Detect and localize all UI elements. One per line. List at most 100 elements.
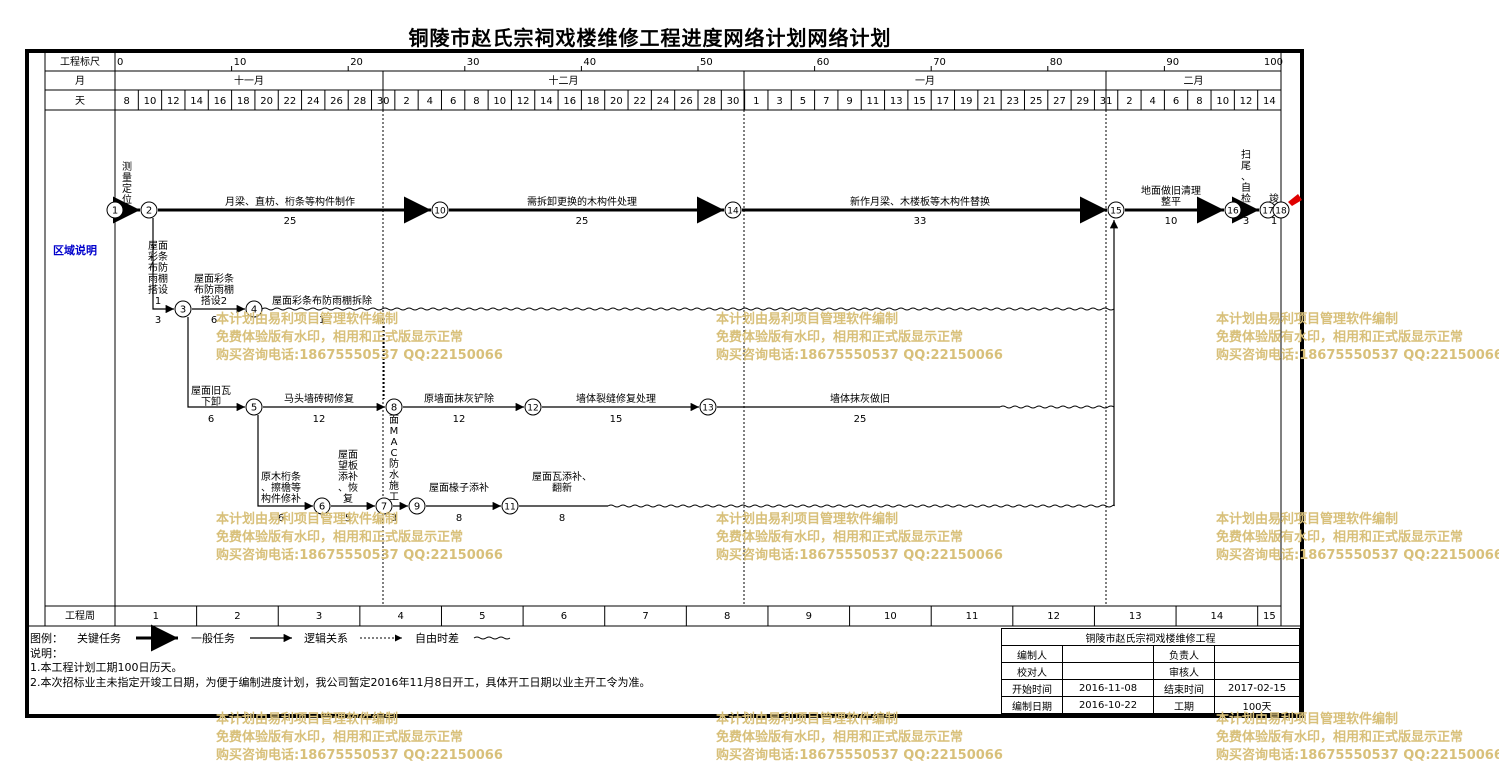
legend-free-float: 自由时差 xyxy=(415,632,459,645)
node-12: 12 xyxy=(524,398,542,416)
node-9: 9 xyxy=(408,497,426,515)
task-label: 马头墙砖砌修复 xyxy=(284,392,354,405)
watermark-line: 免费体验版有水印，相用和正式版显示正常 xyxy=(1216,530,1464,545)
day-label: 6 xyxy=(450,96,456,107)
task-duration: 15 xyxy=(610,414,623,425)
task-label: 月梁、直枋、桁条等构件制作 xyxy=(225,195,355,208)
watermark-line: 购买咨询电话:18675550537 QQ:22150066 xyxy=(216,748,503,763)
day-label: 10 xyxy=(493,96,506,107)
float-4-15 xyxy=(261,307,1115,311)
day-label: 14 xyxy=(1263,96,1276,107)
week-label: 7 xyxy=(642,611,648,622)
watermark-line: 购买咨询电话:18675550537 QQ:22150066 xyxy=(216,548,503,563)
task-duration: 3 xyxy=(1243,216,1249,227)
month-label: 十二月 xyxy=(549,74,579,87)
week-label: 1 xyxy=(153,611,159,622)
svg-text:15: 15 xyxy=(1110,207,1121,217)
legend-label: 图例： xyxy=(30,632,63,645)
day-label: 19 xyxy=(960,96,973,107)
day-label: 3 xyxy=(776,96,782,107)
arrow-5-6 xyxy=(257,415,313,511)
watermark-line: 本计划由易利项目管理软件编制 xyxy=(216,712,399,727)
watermark-line: 购买咨询电话:18675550537 QQ:22150066 xyxy=(1216,548,1499,563)
day-label: 28 xyxy=(353,96,366,107)
watermark: 本计划由易利项目管理软件编制免费体验版有水印，相用和正式版显示正常购买咨询电话:… xyxy=(216,511,503,565)
day-label: 9 xyxy=(846,96,852,107)
svg-text:2: 2 xyxy=(146,206,152,217)
task-label: 原墙面抹灰铲除 xyxy=(424,392,494,405)
day-label: 30 xyxy=(377,96,390,107)
free-float-lines xyxy=(261,307,1115,508)
svg-text:6: 6 xyxy=(319,502,325,513)
scale-tick: 10 xyxy=(234,57,247,68)
checker-value xyxy=(1062,662,1154,680)
week-label: 4 xyxy=(397,611,403,622)
watermark-line: 购买咨询电话:18675550537 QQ:22150066 xyxy=(1216,348,1499,363)
task-label: 扫尾、自检 xyxy=(1241,148,1251,205)
task-duration: 1 xyxy=(1271,216,1277,227)
float-11-15 xyxy=(607,504,1115,508)
reviewer-value xyxy=(1214,662,1300,680)
task-label: 墙体抹灰做旧 xyxy=(830,392,890,405)
week-label: 3 xyxy=(316,611,322,622)
day-label: 20 xyxy=(610,96,623,107)
float-13-15 xyxy=(999,405,1115,409)
watermark-line: 本计划由易利项目管理软件编制 xyxy=(1216,712,1399,727)
svg-text:11: 11 xyxy=(504,503,515,513)
task-duration: 3 xyxy=(155,315,161,326)
node-11: 11 xyxy=(501,497,519,515)
task-label: 原木桁条、擦檐等构件修补 xyxy=(261,470,301,505)
day-label: 25 xyxy=(1030,96,1043,107)
day-label: 16 xyxy=(563,96,576,107)
duration-label: 工期 xyxy=(1153,696,1215,714)
scale-tick: 40 xyxy=(583,57,596,68)
legend-normal: 一般任务 xyxy=(191,632,235,645)
svg-text:5: 5 xyxy=(251,403,257,414)
scale-tick: 100 xyxy=(1264,57,1283,68)
day-label: 1 xyxy=(753,96,759,107)
day-label: 15 xyxy=(913,96,926,107)
start-value: 2016-11-08 xyxy=(1062,679,1154,697)
watermark: 本计划由易利项目管理软件编制免费体验版有水印，相用和正式版显示正常购买咨询电话:… xyxy=(1216,711,1499,765)
day-label: 26 xyxy=(680,96,693,107)
watermark-line: 免费体验版有水印，相用和正式版显示正常 xyxy=(216,530,464,545)
day-label: 12 xyxy=(1240,96,1253,107)
month-label: 十一月 xyxy=(234,74,264,87)
svg-text:13: 13 xyxy=(702,404,713,414)
reviewer-label: 审核人 xyxy=(1153,662,1215,680)
day-label: 7 xyxy=(823,96,829,107)
day-label: 14 xyxy=(190,96,203,107)
page-title: 铜陵市赵氏宗祠戏楼维修工程进度网络计划网络计划 xyxy=(408,26,892,50)
day-label: 4 xyxy=(427,96,433,107)
project-info-table: 铜陵市赵氏宗祠戏楼维修工程 编制人 负责人 校对人 审核人 开始时间 2016-… xyxy=(1001,628,1300,714)
task-label: 测量定位 xyxy=(122,160,132,206)
day-label: 20 xyxy=(260,96,273,107)
watermark-line: 免费体验版有水印，相用和正式版显示正常 xyxy=(1216,730,1464,745)
scale-tick: 90 xyxy=(1166,57,1179,68)
node-6: 6 xyxy=(313,497,331,515)
task-duration: 12 xyxy=(313,414,326,425)
watermark-line: 免费体验版有水印，相用和正式版显示正常 xyxy=(716,530,964,545)
day-label: 24 xyxy=(657,96,670,107)
svg-text:18: 18 xyxy=(1275,207,1287,217)
region-label: 区域说明 xyxy=(53,243,97,257)
task-label: 屋面旧瓦下卸 xyxy=(191,385,231,408)
week-label: 10 xyxy=(884,611,897,622)
arrow-3-5 xyxy=(187,317,245,412)
week-label: 11 xyxy=(966,611,979,622)
task-duration: 6 xyxy=(211,315,217,326)
week-label: 14 xyxy=(1211,611,1224,622)
node-10: 10 xyxy=(431,201,449,219)
node-16: 16 xyxy=(1224,201,1242,219)
day-label: 31 xyxy=(1100,96,1113,107)
day-label: 8 xyxy=(473,96,479,107)
day-label: 10 xyxy=(1216,96,1229,107)
leader-value xyxy=(1214,645,1300,663)
node-8: 8 xyxy=(385,398,403,416)
week-label: 13 xyxy=(1129,611,1142,622)
watermark: 本计划由易利项目管理软件编制免费体验版有水印，相用和正式版显示正常购买咨询电话:… xyxy=(216,311,503,365)
month-separators xyxy=(382,110,1107,606)
start-label: 开始时间 xyxy=(1001,679,1063,697)
